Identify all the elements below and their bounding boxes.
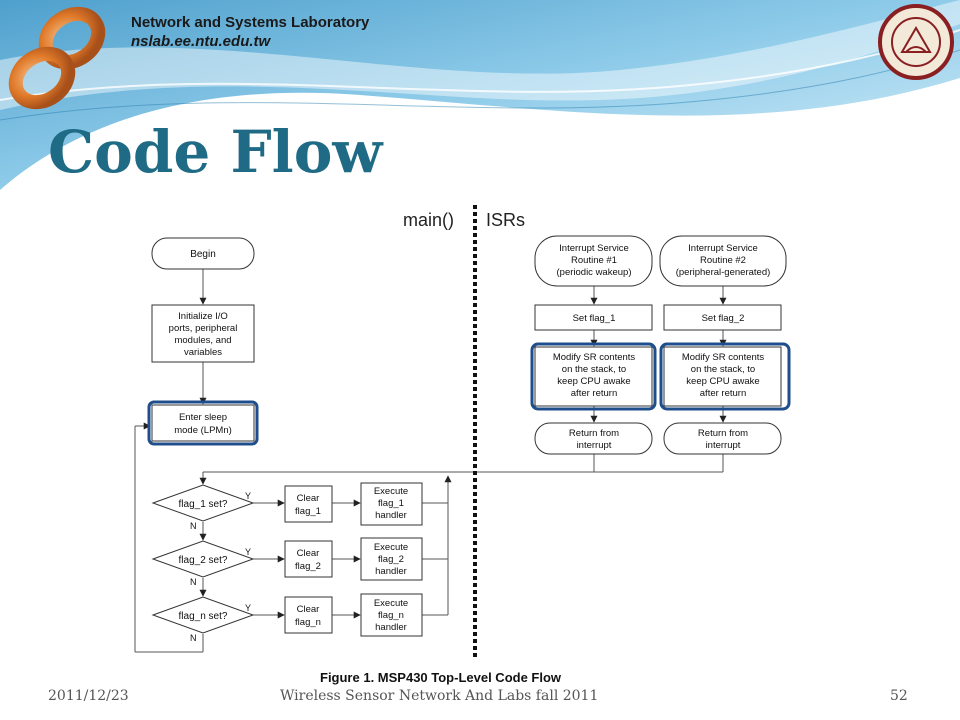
clear-line: Clear bbox=[297, 604, 320, 615]
clear-flag-2: Clear flag_2 bbox=[284, 540, 333, 578]
isr-2-set-flag: Set flag_2 bbox=[663, 304, 782, 331]
isr-column-label: ISRs bbox=[486, 210, 525, 230]
decision-flag-1: flag_1 set? bbox=[151, 484, 255, 522]
yes-label: Y bbox=[245, 491, 251, 501]
lab-name: Network and Systems Laboratory bbox=[131, 14, 370, 31]
isr-2-return: Return from interrupt bbox=[663, 422, 782, 455]
no-label: N bbox=[190, 521, 197, 531]
clear-line: Clear bbox=[297, 548, 320, 559]
init-node: Initialize I/O ports, peripheral modules… bbox=[151, 304, 255, 363]
no-label: N bbox=[190, 577, 197, 587]
isr-2-modify-line: Modify SR contents bbox=[682, 352, 765, 363]
isr-1-modify-sr: Modify SR contents on the stack, to keep… bbox=[530, 342, 657, 411]
isr-2-modify-sr: Modify SR contents on the stack, to keep… bbox=[659, 342, 791, 411]
handler-line: flag_n bbox=[378, 610, 404, 621]
isr-1-set-flag: Set flag_1 bbox=[534, 304, 653, 331]
page-number: 52 bbox=[890, 688, 908, 704]
init-line: Initialize I/O bbox=[178, 311, 228, 322]
slide-title: Code Flow bbox=[48, 118, 383, 186]
handler-flag-2: Execute flag_2 handler bbox=[360, 537, 423, 581]
no-label: N bbox=[190, 633, 197, 643]
isr-1-set-label: Set flag_1 bbox=[573, 313, 616, 324]
isr-1-modify-line: on the stack, to bbox=[562, 364, 626, 375]
decision-flag-n: flag_n set? bbox=[151, 596, 255, 634]
handler-flag-n: Execute flag_n handler bbox=[360, 593, 423, 637]
clear-flag-1: Clear flag_1 bbox=[284, 485, 333, 523]
handler-flag-1: Execute flag_1 handler bbox=[360, 482, 423, 526]
init-line: modules, and bbox=[174, 335, 231, 346]
isr-2-set-label: Set flag_2 bbox=[702, 313, 745, 324]
handler-line: Execute bbox=[374, 486, 408, 497]
clear-line: flag_1 bbox=[295, 506, 321, 517]
footer-course: Wireless Sensor Network And Labs fall 20… bbox=[280, 688, 599, 704]
yes-label: Y bbox=[245, 603, 251, 613]
decision-label: flag_n set? bbox=[179, 611, 228, 622]
isr-1-modify-line: keep CPU awake bbox=[557, 376, 630, 387]
handler-line: Execute bbox=[374, 542, 408, 553]
isr-2-name-line: (peripheral-generated) bbox=[676, 267, 771, 278]
isr-1-modify-line: Modify SR contents bbox=[553, 352, 636, 363]
isr-1-name-line: (periodic wakeup) bbox=[557, 267, 632, 278]
init-line: ports, peripheral bbox=[169, 323, 238, 334]
isr-2-return-line: interrupt bbox=[706, 440, 741, 451]
init-line: variables bbox=[184, 347, 222, 358]
nslab-logo-icon bbox=[8, 6, 106, 110]
isr-2-return-line: Return from bbox=[698, 428, 748, 439]
handler-line: handler bbox=[375, 566, 407, 577]
isr-2-modify-line: after return bbox=[700, 388, 746, 399]
isr-1-return: Return from interrupt bbox=[534, 422, 653, 455]
lab-url: nslab.ee.ntu.edu.tw bbox=[131, 33, 271, 50]
decision-label: flag_1 set? bbox=[179, 499, 228, 510]
handler-line: Execute bbox=[374, 598, 408, 609]
handler-line: flag_1 bbox=[378, 498, 404, 509]
sleep-line: Enter sleep bbox=[179, 412, 227, 423]
isr-1-name-line: Routine #1 bbox=[571, 255, 617, 266]
isr-2-node: Interrupt Service Routine #2 (peripheral… bbox=[659, 235, 787, 287]
isr-2-name-line: Interrupt Service bbox=[688, 243, 758, 254]
clear-line: flag_2 bbox=[295, 561, 321, 572]
sleep-line: mode (LPMn) bbox=[174, 425, 232, 436]
clear-line: Clear bbox=[297, 493, 320, 504]
isr-1-node: Interrupt Service Routine #1 (periodic w… bbox=[534, 235, 653, 287]
begin-label: Begin bbox=[190, 249, 216, 260]
footer-date: 2011/12/23 bbox=[48, 688, 129, 704]
university-seal-icon bbox=[878, 4, 954, 80]
isr-2-modify-line: on the stack, to bbox=[691, 364, 755, 375]
isr-1-name-line: Interrupt Service bbox=[559, 243, 629, 254]
isr-2-modify-line: keep CPU awake bbox=[686, 376, 759, 387]
isr-1-modify-line: after return bbox=[571, 388, 617, 399]
handler-line: handler bbox=[375, 510, 407, 521]
handler-line: handler bbox=[375, 622, 407, 633]
decision-flag-2: flag_2 set? bbox=[151, 540, 255, 578]
isr-2-name-line: Routine #2 bbox=[700, 255, 746, 266]
begin-node: Begin bbox=[151, 237, 255, 270]
yes-label: Y bbox=[245, 547, 251, 557]
clear-flag-n: Clear flag_n bbox=[284, 596, 333, 634]
isr-1-return-line: interrupt bbox=[577, 440, 612, 451]
figure-caption: Figure 1. MSP430 Top-Level Code Flow bbox=[320, 670, 562, 685]
sleep-node: Enter sleep mode (LPMn) bbox=[147, 400, 259, 446]
main-column-label: main() bbox=[403, 210, 454, 230]
clear-line: flag_n bbox=[295, 617, 321, 628]
isr-1-return-line: Return from bbox=[569, 428, 619, 439]
handler-line: flag_2 bbox=[378, 554, 404, 565]
decision-label: flag_2 set? bbox=[179, 555, 228, 566]
